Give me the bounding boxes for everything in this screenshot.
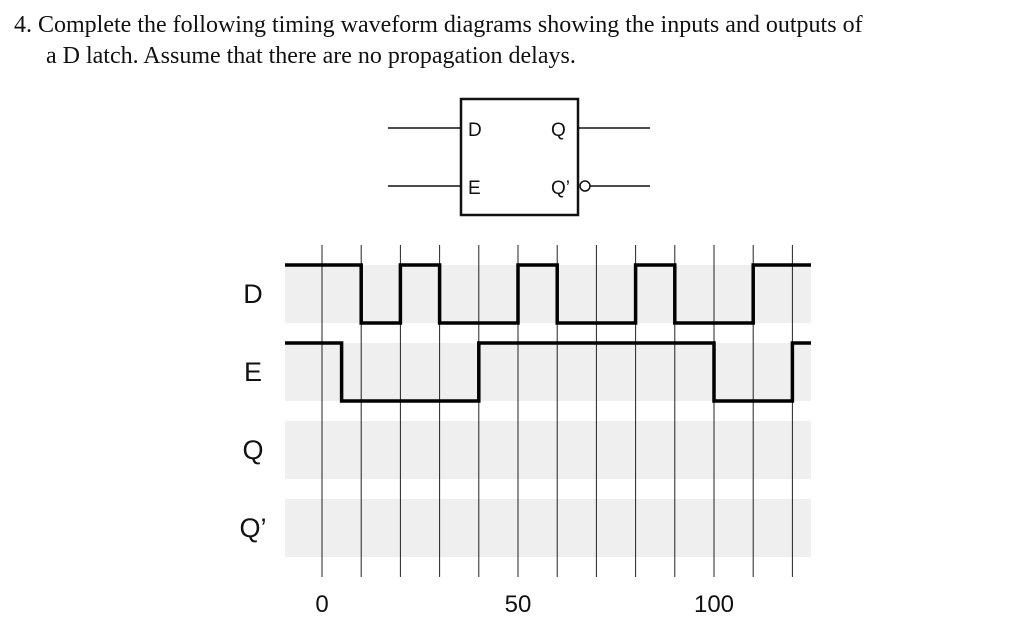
question-line-1: Complete the following timing waveform d… (38, 12, 863, 38)
waveform-e (285, 341, 811, 403)
row-band-d (285, 265, 811, 323)
signal-label-q: Q (242, 435, 263, 465)
tick-label-50: 50 (505, 591, 532, 618)
row-band-q-bar (285, 499, 811, 557)
inversion-bubble (579, 180, 591, 192)
tick-label-100: 100 (694, 591, 734, 618)
row-band-q (285, 421, 811, 479)
question-line-2: a D latch. Assume that there are no prop… (46, 43, 576, 69)
signal-label-e: E (244, 357, 262, 387)
question-number: 4. (14, 12, 32, 38)
latch-box (459, 97, 580, 217)
waveform-d (285, 263, 811, 325)
signal-label-d: D (243, 279, 263, 309)
pin-label-e: E (468, 178, 481, 199)
row-band-e (285, 343, 811, 401)
pin-label-d: D (468, 120, 482, 141)
d-latch-symbol: D E Q Q’ (388, 97, 650, 217)
question-text: 4. Complete the following timing wavefor… (14, 10, 1014, 72)
signal-label-q-bar: Q’ (240, 513, 267, 543)
tick-label-0: 0 (315, 591, 328, 618)
pin-label-q-bar: Q’ (551, 178, 570, 199)
pin-label-q: Q (551, 120, 566, 141)
timing-diagram: D E Q Q’ 0 50 100 (240, 245, 811, 618)
